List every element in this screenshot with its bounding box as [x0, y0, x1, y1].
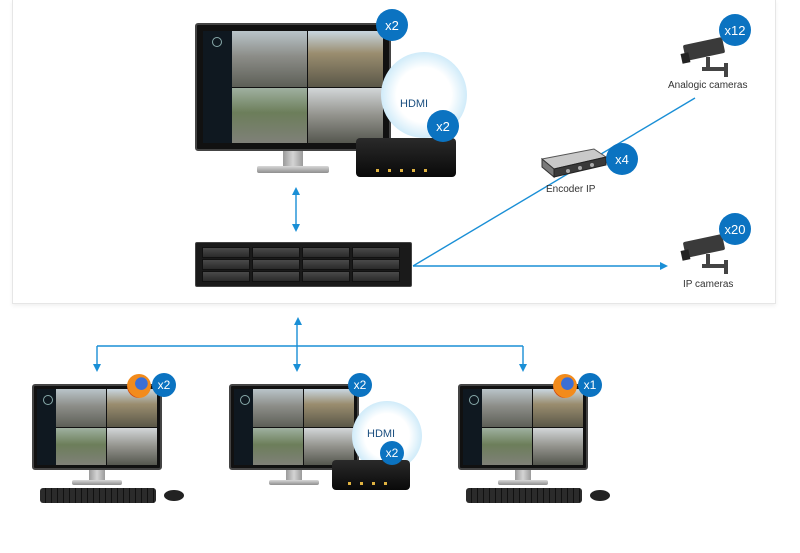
hdmi-box	[356, 138, 456, 177]
hdmi-badge: x2	[427, 110, 459, 142]
keyboard-left	[40, 488, 156, 503]
ip-cameras-badge: x20	[719, 213, 751, 245]
encoder-icon	[540, 148, 608, 179]
mouse-left	[164, 490, 184, 501]
firefox-icon	[127, 374, 151, 398]
client-center-badge: x2	[348, 373, 372, 397]
ip-cameras-label: IP cameras	[683, 279, 734, 290]
arrow-trunk	[294, 317, 302, 325]
firefox-icon	[553, 374, 577, 398]
main-monitor	[195, 23, 391, 173]
analog-cameras-badge: x12	[719, 14, 751, 46]
client-monitor-left	[32, 384, 162, 486]
mouse-right	[590, 490, 610, 501]
client-left-badge: x2	[152, 373, 176, 397]
client-monitor-center	[229, 384, 359, 486]
ip-camera-icon	[680, 234, 728, 274]
arrow-client-center	[293, 364, 301, 372]
hdmi-box-bottom	[332, 460, 410, 490]
arrow-client-right	[519, 364, 527, 372]
cctv-camera-icon	[680, 37, 728, 77]
arrow-nas	[292, 224, 300, 232]
encoder-badge: x4	[606, 143, 638, 175]
arrow-monitor	[292, 187, 300, 195]
keyboard-right	[466, 488, 582, 503]
client-right-badge: x1	[578, 373, 602, 397]
analog-cameras-label: Analogic cameras	[668, 80, 748, 91]
main-monitor-badge: x2	[376, 9, 408, 41]
line-nas-analog	[412, 97, 696, 267]
hdmi-label: HDMI	[400, 98, 429, 110]
encoder-label: Encoder IP	[546, 184, 596, 195]
hdmi-bottom-badge: x2	[380, 441, 404, 465]
hdmi-label-bottom: HDMI	[367, 428, 396, 440]
client-monitor-right	[458, 384, 588, 486]
arrow-ip	[660, 262, 668, 270]
arrow-client-left	[93, 364, 101, 372]
nas-server	[195, 242, 412, 287]
